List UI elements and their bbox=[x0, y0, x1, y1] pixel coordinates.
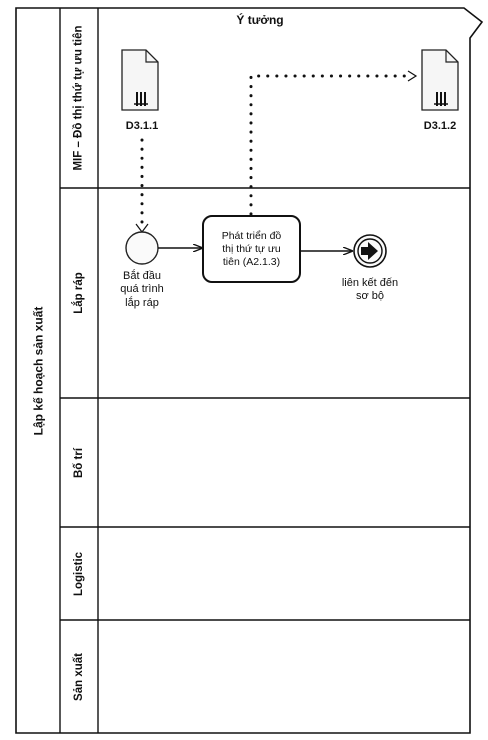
lane-label-lap-rap: Lắp ráp bbox=[60, 188, 98, 398]
link-event-label-line: sơ bộ bbox=[355, 290, 384, 303]
association-arrowhead bbox=[135, 223, 149, 233]
association-arrowhead bbox=[407, 70, 418, 82]
start-event-label: Bắt đầu quá trình lắp ráp bbox=[102, 270, 182, 310]
link-event-label: liên kết đến sơ bộ bbox=[330, 277, 410, 304]
pool-border bbox=[15, 7, 484, 734]
lane-label-text: Lắp ráp bbox=[73, 272, 86, 314]
start-event bbox=[125, 231, 159, 265]
link-arrow-icon bbox=[361, 242, 378, 260]
document-label-d312: D3.1.2 bbox=[423, 120, 457, 132]
pool-label: Lập kế hoạch sản xuất bbox=[16, 8, 60, 733]
lane-label-text: MIF – Đồ thị thứ tự ưu tiên bbox=[73, 25, 86, 171]
pool-label-text: Lập kế hoạch sản xuất bbox=[31, 306, 45, 435]
link-event-label-line: liên kết đến bbox=[341, 277, 399, 289]
document-label-d311: D3.1.1 bbox=[125, 120, 159, 132]
lane-label-text: Logistic bbox=[73, 551, 85, 596]
task-label: Phát triển đồ thị thứ tự ưu tiên (A2.1.3… bbox=[205, 230, 298, 268]
task-box bbox=[202, 215, 301, 283]
task-label-line: thị thứ tự ưu bbox=[222, 242, 281, 255]
lane-label-mif: MIF – Đồ thị thứ tự ưu tiên bbox=[60, 8, 98, 188]
document-icon bbox=[121, 49, 159, 111]
document-icon bbox=[421, 49, 459, 111]
lane-label-bo-tri: Bố trí bbox=[60, 398, 98, 527]
phase-label: Ý tưởng bbox=[236, 13, 284, 27]
task-label-line: tiên (A2.1.3) bbox=[222, 255, 281, 268]
start-event-label-line: quá trình bbox=[120, 283, 164, 296]
lane-label-text: Bố trí bbox=[73, 447, 85, 478]
data-association-dotted bbox=[249, 74, 414, 216]
lane-label-logistic: Logistic bbox=[60, 527, 98, 620]
link-event bbox=[353, 234, 387, 268]
task-label-line: Phát triển đồ bbox=[221, 230, 282, 242]
lane-label-san-xuat: Sản xuất bbox=[60, 620, 98, 733]
start-event-label-line: Bắt đầu bbox=[123, 270, 161, 282]
start-event-label-line: lắp ráp bbox=[125, 296, 159, 309]
lane-label-text: Sản xuất bbox=[73, 652, 85, 701]
